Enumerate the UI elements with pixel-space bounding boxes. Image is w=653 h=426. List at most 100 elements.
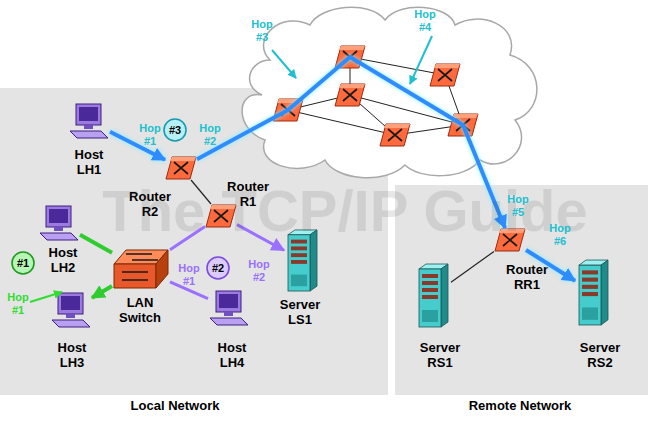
network-link	[110, 132, 165, 160]
network-band: Router RR1Server RS1Server RS2Remote Net…	[395, 185, 648, 395]
device-name: Host LH2	[35, 245, 91, 275]
callout-number: #1	[11, 251, 35, 275]
cloud-link	[445, 75, 463, 125]
router-icon	[205, 204, 237, 228]
callout-number: #2	[206, 256, 230, 280]
network-link	[197, 57, 505, 228]
network-link	[451, 251, 494, 282]
router-symbol	[495, 229, 525, 251]
link-line	[237, 225, 284, 251]
leader-arrow	[272, 50, 296, 78]
callout-circle	[207, 257, 229, 279]
lan-switch-icon	[112, 248, 170, 290]
hop-label: Hop #4	[410, 8, 440, 34]
link-line	[451, 251, 494, 282]
router-symbol	[206, 205, 236, 227]
link-line	[197, 57, 505, 228]
network-link	[170, 227, 205, 250]
link-line	[110, 132, 165, 160]
cloud-router	[448, 114, 478, 136]
link-line	[170, 282, 208, 299]
router-icon	[165, 156, 197, 180]
network-band: Host LH1#3Router R2Router R1Host LH2#1LA…	[0, 88, 388, 395]
device-name: Router R1	[220, 179, 276, 209]
cloud-link	[288, 110, 395, 135]
link-line	[80, 235, 112, 253]
network-link	[170, 282, 208, 299]
server-icon	[284, 228, 320, 292]
device-name: Server RS2	[572, 340, 628, 370]
server-symbol	[419, 264, 448, 327]
device-name: Host LH3	[44, 340, 100, 370]
cloud-link	[288, 95, 350, 110]
network-name: Local Network	[65, 398, 285, 413]
server: Server RS1	[415, 262, 451, 328]
device-name: LAN Switch	[112, 295, 168, 325]
device-name: Router RR1	[499, 262, 555, 292]
server-symbol	[288, 230, 317, 291]
server: Server RS2	[575, 258, 611, 326]
cloud-router	[430, 64, 460, 86]
internet-cloud	[242, 7, 537, 177]
network-link	[80, 235, 112, 253]
host-computer: Host LH1	[68, 103, 110, 139]
network-link	[526, 250, 575, 281]
server-icon	[415, 262, 451, 328]
link-line	[191, 180, 211, 204]
callout-circle	[164, 119, 186, 141]
callout-circle	[12, 252, 34, 274]
leader-arrow	[410, 36, 432, 84]
host-computer-symbol	[210, 291, 248, 325]
cloud-router	[335, 84, 365, 106]
router: Router RR1	[494, 228, 526, 252]
cloud-router	[380, 124, 410, 146]
network-link	[237, 225, 284, 251]
server-icon	[575, 258, 611, 326]
host-computer-icon	[208, 290, 250, 326]
link-line	[526, 250, 575, 281]
router: Router R1	[205, 204, 237, 228]
router-icon	[494, 228, 526, 252]
device-name: Host LH1	[61, 147, 117, 177]
device-name: Server RS1	[412, 340, 468, 370]
cloud-link	[288, 57, 350, 110]
host-computer-symbol	[52, 293, 90, 327]
router-symbol	[166, 157, 196, 179]
callout-number: #3	[163, 118, 187, 142]
cloud-link	[350, 95, 395, 135]
link-line	[170, 227, 205, 250]
lan-switch-symbol	[114, 250, 168, 288]
cloud-router	[273, 99, 303, 121]
server-symbol	[579, 260, 608, 325]
network-link	[92, 286, 112, 298]
callout-number: #2	[206, 256, 230, 280]
server: Server LS1	[284, 228, 320, 292]
cloud-link	[350, 57, 351, 95]
network-name: Remote Network	[410, 398, 630, 413]
device-name: Host LH4	[204, 340, 260, 370]
leader-arrow	[30, 292, 62, 302]
host-computer: Host LH2	[38, 205, 80, 241]
callout-number: #1	[11, 251, 35, 275]
lan-switch: LAN Switch	[112, 248, 170, 290]
cloud-link	[350, 95, 463, 125]
router: Router R2	[165, 156, 197, 180]
network-link	[191, 180, 211, 204]
host-computer: Host LH4	[208, 290, 250, 326]
callout-number: #3	[163, 118, 187, 142]
host-computer-icon	[38, 205, 80, 241]
cloud-link	[350, 57, 445, 75]
host-computer: Host LH3	[50, 292, 92, 328]
device-name: Router R2	[122, 189, 178, 219]
host-computer-symbol	[70, 104, 108, 138]
cloud-links	[288, 57, 463, 135]
link-line	[92, 286, 112, 298]
host-computer-icon	[68, 103, 110, 139]
hop-label: Hop #3	[247, 18, 277, 44]
device-name: Server LS1	[272, 297, 328, 327]
host-computer-symbol	[40, 206, 78, 240]
host-computer-icon	[50, 292, 92, 328]
cloud-router	[335, 46, 365, 68]
